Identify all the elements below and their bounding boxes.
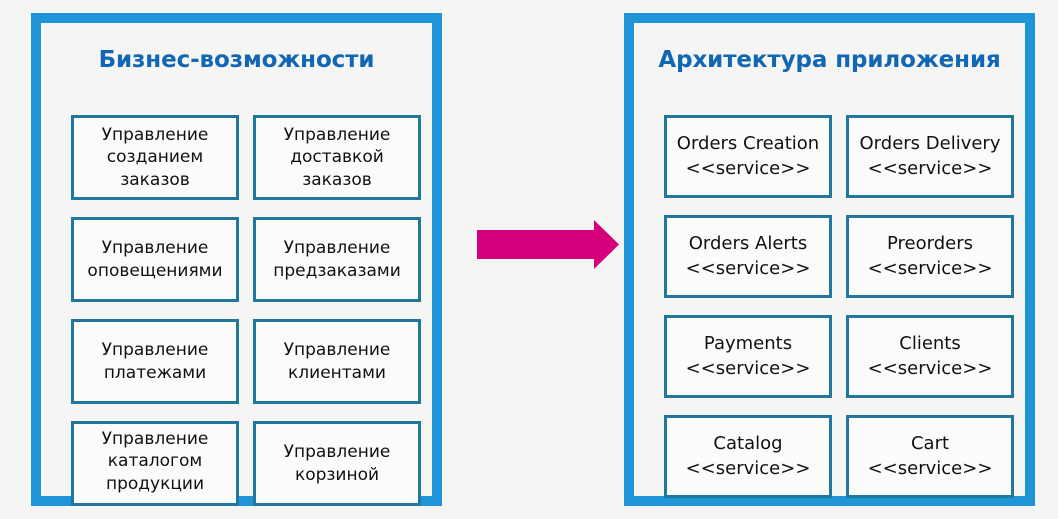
service-stereotype: <<service>> (685, 257, 811, 279)
capability-line: Управление (283, 237, 391, 258)
capability-box[interactable]: Управление оповещениями (71, 217, 239, 302)
application-architecture-panel: Архитектура приложения Orders Creation <… (624, 13, 1035, 506)
capability-box-label: Управление платежами (78, 339, 232, 384)
service-box[interactable]: Orders Creation <<service>> (664, 115, 832, 198)
service-box[interactable]: Payments <<service>> (664, 315, 832, 398)
capability-line: заказов (302, 169, 372, 190)
capability-line: предзаказами (273, 260, 401, 281)
capability-line: Управление (283, 441, 391, 462)
service-box[interactable]: Clients <<service>> (846, 315, 1014, 398)
service-box[interactable]: Orders Alerts <<service>> (664, 215, 832, 298)
capability-box-label: Управление оповещениями (78, 237, 232, 282)
capability-box[interactable]: Управление созданием заказов (71, 115, 239, 200)
business-capabilities-panel: Бизнес-возможности Управление созданием … (31, 13, 442, 506)
service-name: Orders Creation (676, 132, 820, 154)
capability-line: Управление (283, 124, 391, 145)
capability-line: клиентами (288, 362, 386, 383)
capability-box[interactable]: Управление каталогом продукции (71, 421, 239, 506)
capability-line: созданием (106, 147, 204, 168)
capability-box-label: Управление клиентами (260, 339, 414, 384)
service-stereotype: <<service>> (685, 457, 811, 479)
capability-line: каталогом (107, 451, 203, 472)
service-box-label: Orders Alerts <<service>> (670, 232, 826, 282)
service-box[interactable]: Preorders <<service>> (846, 215, 1014, 298)
service-box-label: Payments <<service>> (670, 332, 826, 382)
service-stereotype: <<service>> (867, 457, 993, 479)
service-row: Payments <<service>> Clients <<service>> (664, 315, 1014, 398)
capability-row: Управление созданием заказов Управление … (71, 115, 421, 200)
capability-row: Управление платежами Управление клиентам… (71, 319, 421, 404)
capability-box[interactable]: Управление предзаказами (253, 217, 421, 302)
capability-line: Управление (101, 124, 209, 145)
service-row: Orders Creation <<service>> Orders Deliv… (664, 115, 1014, 198)
capability-line: Управление (101, 428, 209, 449)
service-row: Orders Alerts <<service>> Preorders <<se… (664, 215, 1014, 298)
service-stereotype: <<service>> (685, 157, 811, 179)
application-architecture-grid: Orders Creation <<service>> Orders Deliv… (664, 115, 1014, 498)
capability-box[interactable]: Управление клиентами (253, 319, 421, 404)
business-capabilities-panel-body: Бизнес-возможности Управление созданием … (46, 28, 427, 506)
capability-box[interactable]: Управление платежами (71, 319, 239, 404)
capability-box-label: Управление созданием заказов (78, 124, 232, 192)
capability-box[interactable]: Управление доставкой заказов (253, 115, 421, 200)
service-name: Clients (899, 332, 961, 354)
service-stereotype: <<service>> (867, 257, 993, 279)
capability-box-label: Управление каталогом продукции (78, 428, 232, 496)
application-architecture-title: Архитектура приложения (658, 47, 1001, 73)
service-name: Payments (703, 332, 793, 354)
capability-line: оповещениями (87, 260, 223, 281)
capability-line: платежами (103, 362, 207, 383)
capability-line: доставкой (290, 147, 384, 168)
business-capabilities-grid: Управление созданием заказов Управление … (71, 115, 421, 506)
capability-line: заказов (120, 169, 190, 190)
capability-box-label: Управление корзиной (260, 441, 414, 486)
capability-row: Управление каталогом продукции Управлени… (71, 421, 421, 506)
capability-line: Управление (283, 339, 391, 360)
service-stereotype: <<service>> (685, 357, 811, 379)
capability-box[interactable]: Управление корзиной (253, 421, 421, 506)
service-box-label: Clients <<service>> (852, 332, 1008, 382)
service-name: Orders Alerts (688, 232, 808, 254)
service-box[interactable]: Catalog <<service>> (664, 415, 832, 498)
service-box-label: Cart <<service>> (852, 432, 1008, 482)
service-name: Catalog (713, 432, 783, 454)
service-stereotype: <<service>> (867, 357, 993, 379)
service-name: Cart (910, 432, 950, 454)
right-arrow-icon (477, 220, 619, 269)
service-row: Catalog <<service>> Cart <<service>> (664, 415, 1014, 498)
business-capabilities-title: Бизнес-возможности (98, 47, 375, 73)
capability-line: Управление (101, 339, 209, 360)
capability-line: продукции (105, 473, 205, 494)
application-architecture-panel-body: Архитектура приложения Orders Creation <… (639, 28, 1020, 498)
service-stereotype: <<service>> (867, 157, 993, 179)
transformation-arrow (477, 220, 619, 269)
service-box-label: Orders Creation <<service>> (670, 132, 826, 182)
service-name: Preorders (887, 232, 973, 254)
service-box[interactable]: Cart <<service>> (846, 415, 1014, 498)
service-box[interactable]: Orders Delivery <<service>> (846, 115, 1014, 198)
capability-line: Управление (101, 237, 209, 258)
service-box-label: Catalog <<service>> (670, 432, 826, 482)
service-name: Orders Delivery (859, 132, 1001, 154)
capability-box-label: Управление доставкой заказов (260, 124, 414, 192)
service-box-label: Orders Delivery <<service>> (852, 132, 1008, 182)
service-box-label: Preorders <<service>> (852, 232, 1008, 282)
capability-row: Управление оповещениями Управление предз… (71, 217, 421, 302)
capability-box-label: Управление предзаказами (260, 237, 414, 282)
capability-line: корзиной (294, 464, 380, 485)
